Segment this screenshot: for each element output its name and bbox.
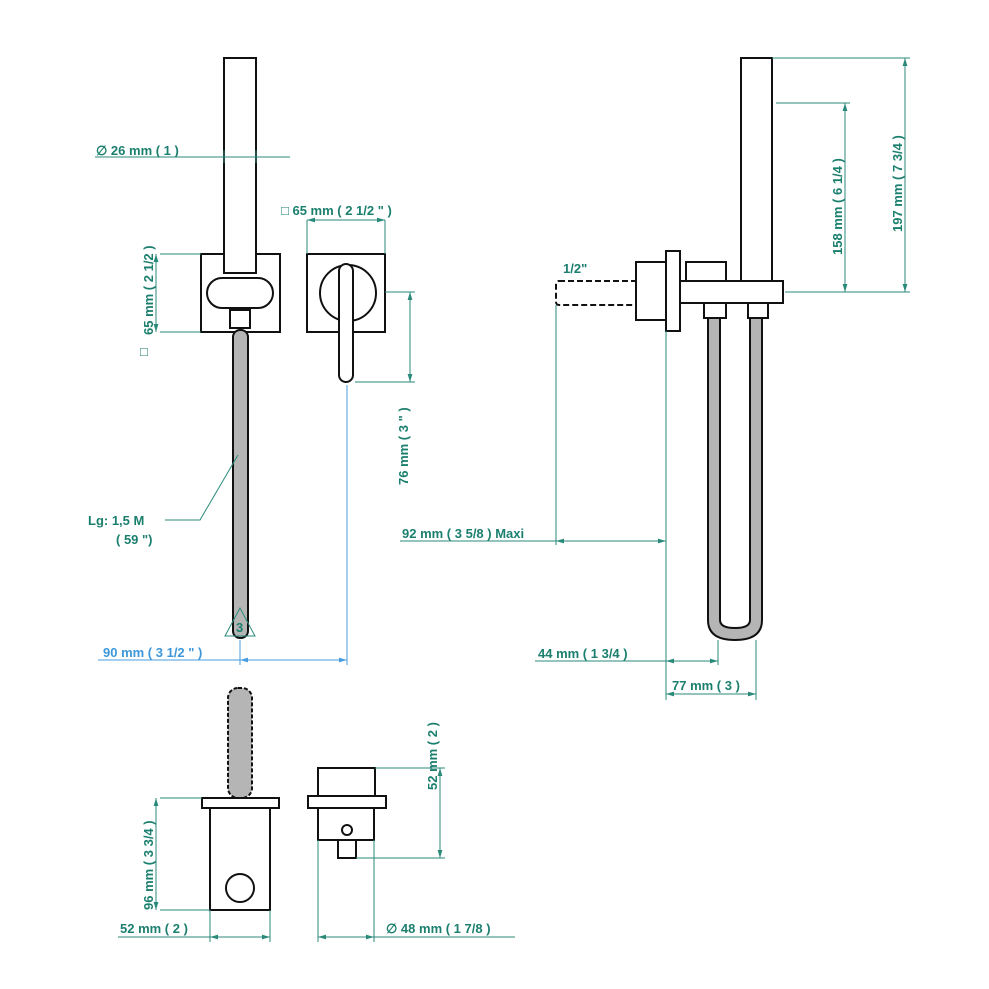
offset-77-label: 77 mm ( 3 ) (672, 678, 740, 693)
depth-max-label: 92 mm ( 3 5/8 ) Maxi (402, 526, 524, 541)
front-hand-shower (200, 57, 281, 639)
callout-triangle (224, 606, 256, 637)
side-view (555, 57, 784, 642)
hose (232, 329, 249, 639)
thread-label: 1/2" (563, 261, 587, 276)
knob-side-view (307, 767, 387, 859)
height-197-label: 197 mm ( 7 3/4 ) (890, 135, 905, 232)
shower-diameter-label: ∅ 26 mm ( 1 ) (96, 143, 179, 158)
spacing-label: 90 mm ( 3 1/2 " ) (103, 645, 202, 660)
knob-height-label: 52 mm ( 2 ) (425, 722, 440, 790)
callout-number: 3 (236, 620, 243, 635)
plate-width-label: □ 65 mm ( 2 1/2 " ) (281, 203, 392, 218)
bracket-side-view (201, 687, 280, 911)
plate-height-symbol: □ (140, 344, 148, 359)
front-mixer-plate (306, 253, 386, 383)
knob-diameter-label: ∅ 48 mm ( 1 7/8 ) (386, 921, 491, 936)
lever-height-label: 76 mm ( 3 " ) (396, 407, 411, 485)
bracket-height-label: 96 mm ( 3 3/4 ) (141, 820, 156, 910)
offset-44-label: 44 mm ( 1 3/4 ) (538, 646, 628, 661)
height-158-label: 158 mm ( 6 1/4 ) (830, 158, 845, 255)
plate-height-label: 65 mm ( 2 1/2 ) (141, 245, 156, 335)
bracket-width-label: 52 mm ( 2 ) (120, 921, 188, 936)
hose-length-inch-label: ( 59 ") (116, 532, 153, 547)
hose-length-label: Lg: 1,5 M (88, 513, 144, 528)
